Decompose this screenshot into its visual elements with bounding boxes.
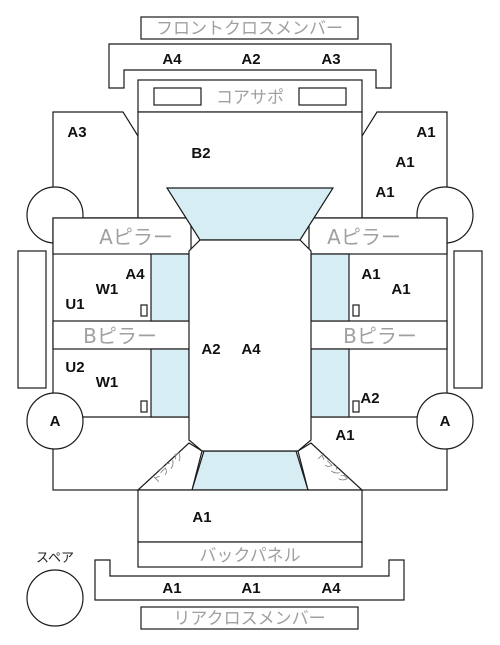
front-right-fender-code-3: A1 bbox=[375, 184, 394, 201]
rear-left-door-code-w: W1 bbox=[96, 374, 119, 391]
front-right-door-code-1: A1 bbox=[361, 266, 380, 283]
b-pillar-right-box bbox=[308, 320, 448, 350]
core-support-left-slot bbox=[153, 87, 202, 106]
right-front-window bbox=[310, 253, 350, 322]
front-member-code-center: A2 bbox=[241, 51, 260, 68]
front-cross-member-label: フロントクロスメンバー bbox=[156, 19, 343, 39]
trunk-lid-code: A1 bbox=[192, 509, 211, 526]
b-pillar-left-label: Bピラー bbox=[83, 324, 157, 348]
hood-code: B2 bbox=[191, 145, 210, 162]
front-right-fender-code-2: A1 bbox=[395, 154, 414, 171]
rear-left-door-code-u: U2 bbox=[65, 359, 84, 376]
right-side-rail bbox=[453, 250, 483, 389]
a-pillar-left-box bbox=[52, 217, 192, 255]
front-member-code-left: A4 bbox=[162, 51, 182, 68]
rear-member-code-center: A1 bbox=[241, 580, 260, 597]
core-support-label: コアサポ bbox=[216, 88, 284, 108]
rear-right-wheel-code: A bbox=[440, 413, 451, 430]
roof-code-2: A4 bbox=[241, 341, 261, 358]
front-right-door-code-2: A1 bbox=[391, 281, 410, 298]
spare-tire bbox=[26, 569, 84, 627]
rear-right-quarter-code: A1 bbox=[335, 427, 354, 444]
trunk-lid bbox=[137, 489, 363, 543]
rear-right-door-code: A2 bbox=[360, 390, 379, 407]
rear-left-wheel-code: A bbox=[50, 413, 61, 430]
rear-right-wheel bbox=[416, 392, 474, 450]
left-front-window bbox=[150, 253, 190, 322]
a-pillar-right-label: Aピラー bbox=[327, 225, 401, 249]
rear-cross-member-box bbox=[140, 606, 359, 630]
b-pillar-right-label: Bピラー bbox=[343, 324, 417, 348]
a-pillar-left-label: Aピラー bbox=[99, 225, 173, 249]
rear-member-code-left: A1 bbox=[162, 580, 181, 597]
core-support-right-slot bbox=[298, 87, 347, 106]
right-rear-window bbox=[310, 348, 350, 418]
rear-left-door-handle bbox=[140, 400, 148, 413]
rear-right-door-handle bbox=[352, 400, 360, 413]
rear-bumper-outline bbox=[94, 559, 405, 601]
spare-tire-label: スペア bbox=[36, 551, 74, 566]
rear-cross-member-label: リアクロスメンバー bbox=[173, 609, 325, 629]
front-left-door-handle bbox=[140, 304, 148, 317]
front-left-door-code-a: A4 bbox=[125, 266, 145, 283]
rear-left-wheel bbox=[26, 392, 84, 450]
front-right-door-handle bbox=[352, 304, 360, 317]
rear-window bbox=[191, 450, 309, 491]
front-right-fender-code-1: A1 bbox=[416, 124, 435, 141]
front-left-door-code-u: U1 bbox=[65, 296, 84, 313]
left-rear-window bbox=[150, 348, 190, 418]
front-member-code-right: A3 bbox=[321, 51, 340, 68]
left-side-rail bbox=[17, 250, 47, 389]
front-left-door-code-w: W1 bbox=[96, 281, 119, 298]
front-bumper-outline bbox=[108, 43, 392, 89]
back-panel-box bbox=[137, 541, 363, 568]
back-panel-label: バックパネル bbox=[199, 546, 300, 566]
roof-code-1: A2 bbox=[201, 341, 220, 358]
rear-member-code-right: A4 bbox=[321, 580, 341, 597]
a-pillar-right-box bbox=[308, 217, 448, 255]
front-left-fender-code: A3 bbox=[67, 124, 86, 141]
b-pillar-left-box bbox=[52, 320, 192, 350]
front-cross-member-box bbox=[140, 16, 359, 40]
